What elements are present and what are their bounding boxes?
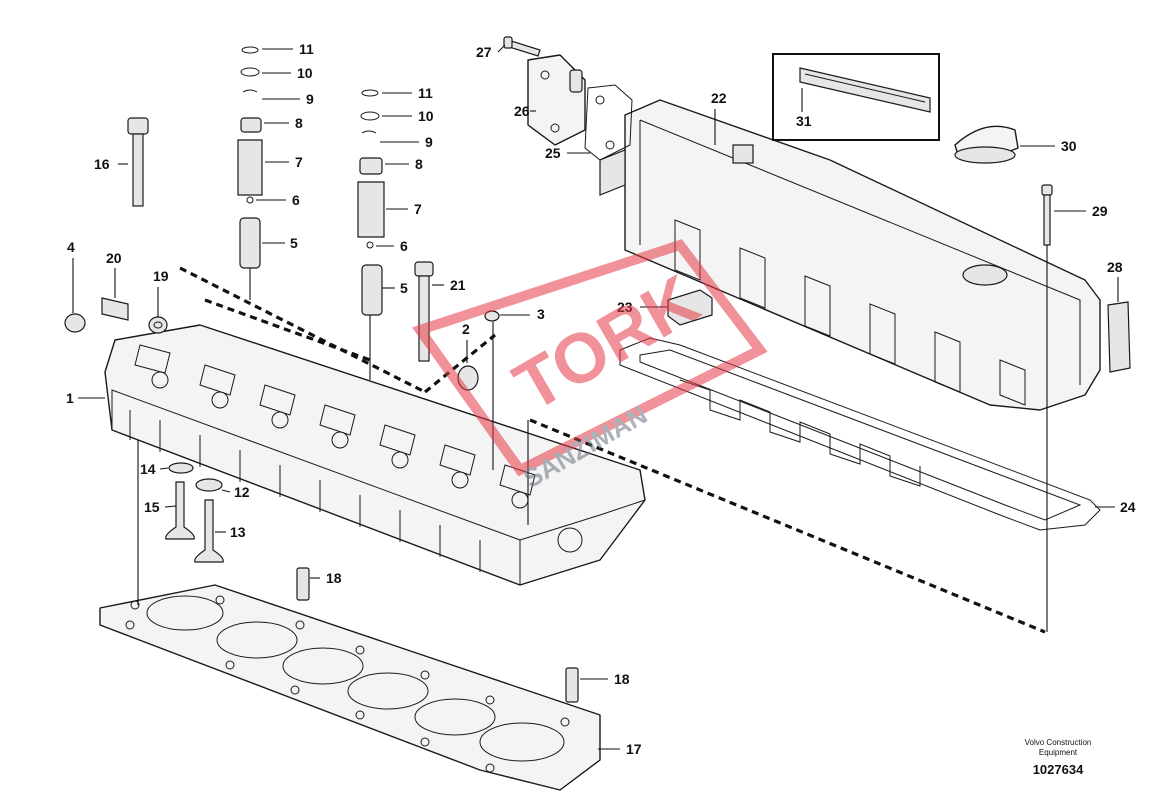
- guide-lines: [137, 245, 1048, 632]
- part-label: 13: [230, 524, 246, 540]
- head-bolt: [127, 117, 149, 207]
- head-gasket: [99, 584, 601, 791]
- part-label: 4: [67, 239, 75, 255]
- part-label: 8: [415, 156, 423, 172]
- oil-filler-cap: [954, 125, 1019, 164]
- part-label: 9: [306, 91, 314, 107]
- part-label: 11: [418, 85, 433, 101]
- part-label: 27: [476, 44, 492, 60]
- valve-cover-gasket: [619, 337, 1101, 531]
- part-label: 5: [290, 235, 298, 251]
- part-label: 7: [414, 201, 422, 217]
- plate-bolt: [503, 36, 541, 57]
- publisher-credit: Volvo Construction Equipment: [1008, 738, 1108, 758]
- watermark-shape: [411, 239, 768, 477]
- document-number: 1027634: [1032, 762, 1084, 777]
- watermark-brand: TORK: [501, 260, 711, 426]
- part-label: 5: [400, 280, 408, 296]
- part-label: 24: [1120, 499, 1136, 515]
- expansion-plug: [64, 313, 86, 333]
- valve-seal-exhaust: [195, 478, 223, 492]
- valve-train-stack-left: [237, 46, 263, 269]
- leader-line: [164, 505, 177, 508]
- part-label: 12: [234, 484, 250, 500]
- inlet-valve: [165, 481, 195, 540]
- part-label: 22: [711, 90, 727, 106]
- part-label: 20: [106, 250, 122, 266]
- part-label: 2: [462, 321, 470, 337]
- dashed-line-left: [179, 266, 426, 394]
- credit-line-2: Equipment: [1038, 748, 1078, 757]
- dowel-pin-rear: [565, 667, 579, 703]
- part-label: 21: [450, 277, 466, 293]
- part-label: 6: [400, 238, 408, 254]
- part-label: 29: [1092, 203, 1108, 219]
- valve-train-stack-right: [357, 89, 385, 316]
- part-label: 14: [140, 461, 156, 477]
- dashed-line-valve: [204, 298, 371, 362]
- dashed-line-right: [423, 333, 497, 394]
- credit-line-1: Volvo Construction: [1024, 738, 1092, 747]
- bracket: [667, 289, 713, 326]
- dowel-pin-front: [296, 567, 310, 601]
- part-label: 11: [299, 41, 314, 57]
- part-label: 10: [297, 65, 313, 81]
- part-label: 30: [1061, 138, 1077, 154]
- part-label: 18: [614, 671, 630, 687]
- sealing-washer: [148, 316, 168, 334]
- part-label: 6: [292, 192, 300, 208]
- exhaust-valve: [194, 499, 224, 563]
- cover-bolt: [1041, 184, 1053, 246]
- union-fitting: [101, 297, 129, 321]
- part-label: 28: [1107, 259, 1123, 275]
- part-label: 10: [418, 108, 434, 124]
- leader-line: [497, 44, 506, 53]
- rubber-block: [1107, 301, 1131, 373]
- leader-line: [221, 489, 231, 493]
- part-label: 1: [66, 390, 74, 406]
- part-label: 23: [617, 299, 633, 315]
- part-label: 15: [144, 499, 160, 515]
- long-bolt: [414, 261, 434, 362]
- part-label: 9: [425, 134, 433, 150]
- dashed-line-long: [529, 418, 1046, 634]
- valve-seal-inlet: [168, 462, 194, 474]
- cylinder-head: [104, 324, 646, 586]
- part-label: 26: [514, 103, 530, 119]
- part-label: 19: [153, 268, 169, 284]
- part-label: 31: [796, 113, 812, 129]
- inset-box: [772, 53, 940, 141]
- leader-line: [159, 467, 169, 470]
- part-label: 18: [326, 570, 342, 586]
- part-label: 16: [94, 156, 110, 172]
- part-label: 3: [537, 306, 545, 322]
- part-label: 25: [545, 145, 561, 161]
- part-label: 8: [295, 115, 303, 131]
- plate-gasket: [584, 84, 633, 161]
- part-label: 17: [626, 741, 642, 757]
- cover-plate: [527, 54, 586, 146]
- part-label: 7: [295, 154, 303, 170]
